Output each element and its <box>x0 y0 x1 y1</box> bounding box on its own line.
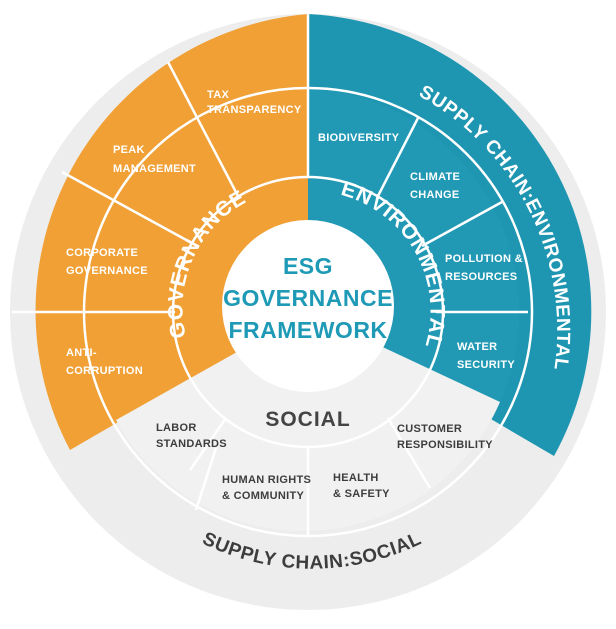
customer-responsibility-label: CUSTOMER RESPONSIBILITY <box>397 423 493 451</box>
water-security-label: WATER SECURITY <box>457 341 515 371</box>
center-line-2: GOVERNANCE <box>223 285 393 311</box>
health-safety-label: HEALTH & SAFETY <box>333 472 390 500</box>
anti-corruption-label: ANTI- CORRUPTION <box>66 347 143 377</box>
social-ring-label: SOCIAL <box>265 408 350 431</box>
tax-transparency-label: TAX TRANSPARENCY <box>207 89 302 116</box>
climate-change-label: CLIMATE CHANGE <box>410 171 464 201</box>
labor-standards-label: LABOR STANDARDS <box>156 422 227 450</box>
corporate-governance-label: CORPORATE GOVERNANCE <box>66 247 148 277</box>
governance-dividers <box>12 14 310 314</box>
biodiversity-label: BIODIVERSITY <box>318 132 400 144</box>
social-dividers <box>188 417 432 536</box>
human-rights-label: HUMAN RIGHTS & COMMUNITY <box>222 474 315 502</box>
center-line-1: ESG <box>283 253 333 279</box>
pollution-resources-label: POLLUTION & RESOURCES <box>445 253 526 283</box>
center-line-3: FRAMEWORK <box>228 317 387 343</box>
social-inner-sector <box>116 312 500 532</box>
environmental-dividers <box>376 117 528 314</box>
center-circle <box>222 220 394 392</box>
peak-management-label: PEAK MANAGEMENT <box>113 144 196 175</box>
